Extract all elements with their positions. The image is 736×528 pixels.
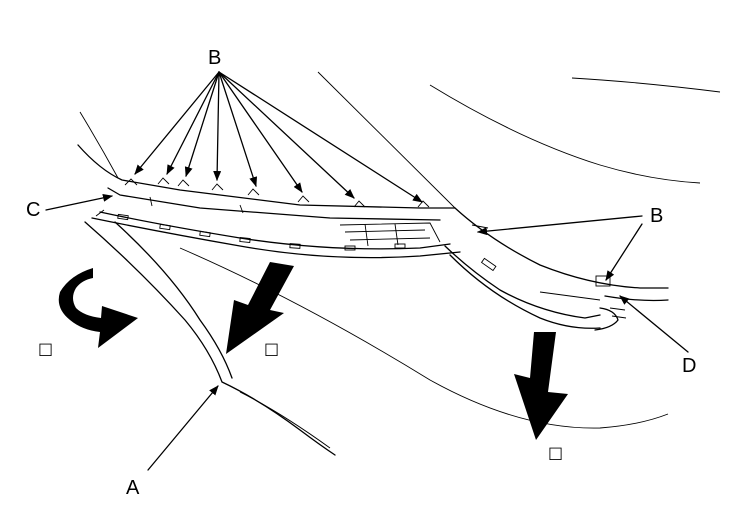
step-marker-middle: □: [264, 339, 279, 358]
tab-slots: [117, 213, 406, 251]
body-contours: [79, 71, 721, 429]
label-b-right: B: [650, 205, 663, 227]
rotate-arrow-icon: [58, 268, 138, 348]
leader-lines-other: [45, 193, 689, 471]
clip-tabs-b: [124, 177, 430, 208]
label-b-top: B: [208, 47, 221, 69]
label-a: A: [126, 477, 140, 499]
bumper-upper-strip: [77, 144, 461, 259]
leader-lines-b-top: [134, 71, 423, 203]
pull-down-arrow-right-icon: [514, 332, 568, 440]
label-d: D: [682, 355, 696, 377]
step-marker-left: □: [38, 339, 53, 358]
bumper-side-extension: [444, 207, 669, 331]
label-c: C: [26, 199, 40, 221]
step-marker-right: □: [548, 443, 563, 462]
bumper-cover-a: [84, 221, 336, 456]
pull-down-arrow-icon: [226, 262, 294, 354]
action-arrows: [58, 262, 568, 440]
